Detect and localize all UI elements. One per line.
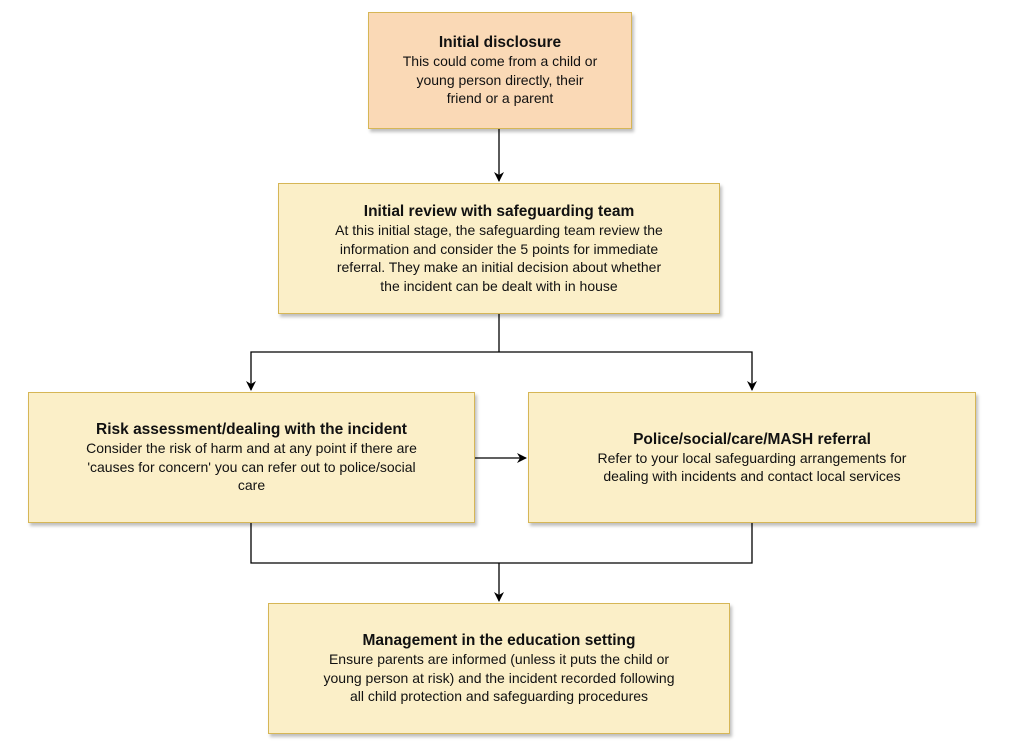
- node-description: Ensure parents are informed (unless it p…: [324, 650, 675, 706]
- node-description-line: dealing with incidents and contact local…: [603, 468, 901, 484]
- node-title: Police/social/care/MASH referral: [633, 430, 871, 448]
- node-description-line: At this initial stage, the safeguarding …: [335, 222, 663, 238]
- node-description-line: young person at risk) and the incident r…: [323, 669, 675, 686]
- node-initial-disclosure: Initial disclosure This could come from …: [368, 12, 632, 129]
- node-description: This could come from a child or young pe…: [403, 52, 598, 108]
- node-description-line: all child protection and safeguarding pr…: [349, 688, 649, 705]
- node-risk-assessment: Risk assessment/dealing with the inciden…: [28, 392, 475, 523]
- node-management: Management in the education setting Ensu…: [268, 603, 730, 734]
- node-description-line: Ensure parents are informed (unless it p…: [328, 651, 670, 668]
- connector-risk-assessment-merge: [250, 523, 499, 564]
- node-police-referral: Police/social/care/MASH referral Refer t…: [528, 392, 976, 523]
- node-description-line: care: [237, 477, 266, 494]
- node-title: Management in the education setting: [362, 632, 636, 650]
- node-description-line: 'causes for concern' you can refer out t…: [87, 458, 416, 475]
- node-description-line: This could come from a child or: [402, 53, 598, 70]
- node-description-line: referral. They make an initial decision …: [336, 259, 662, 275]
- node-description-line: the incident can be dealt with in house: [380, 277, 618, 294]
- node-description-line: Consider the risk of harm and at any poi…: [86, 440, 417, 457]
- connector-police-referral-merge: [499, 523, 753, 564]
- node-description: Refer to your local safeguarding arrange…: [598, 449, 907, 486]
- node-description-line: Refer to your local safeguarding arrange…: [597, 449, 907, 466]
- node-description: At this initial stage, the safeguarding …: [335, 221, 663, 295]
- node-description-line: friend or a parent: [446, 90, 554, 107]
- node-title: Risk assessment/dealing with the inciden…: [96, 421, 407, 439]
- node-title: Initial disclosure: [438, 34, 562, 52]
- arrow-review-to-police-referral: [499, 351, 757, 391]
- node-initial-review: Initial review with safeguarding team At…: [278, 183, 720, 314]
- node-description: Consider the risk of harm and at any poi…: [86, 439, 417, 495]
- node-description-line: young person directly, their: [416, 71, 584, 88]
- node-description-line: information and consider the 5 points fo…: [339, 240, 659, 257]
- arrow-review-to-risk-assessment: [246, 351, 499, 391]
- node-title: Initial review with safeguarding team: [363, 203, 635, 220]
